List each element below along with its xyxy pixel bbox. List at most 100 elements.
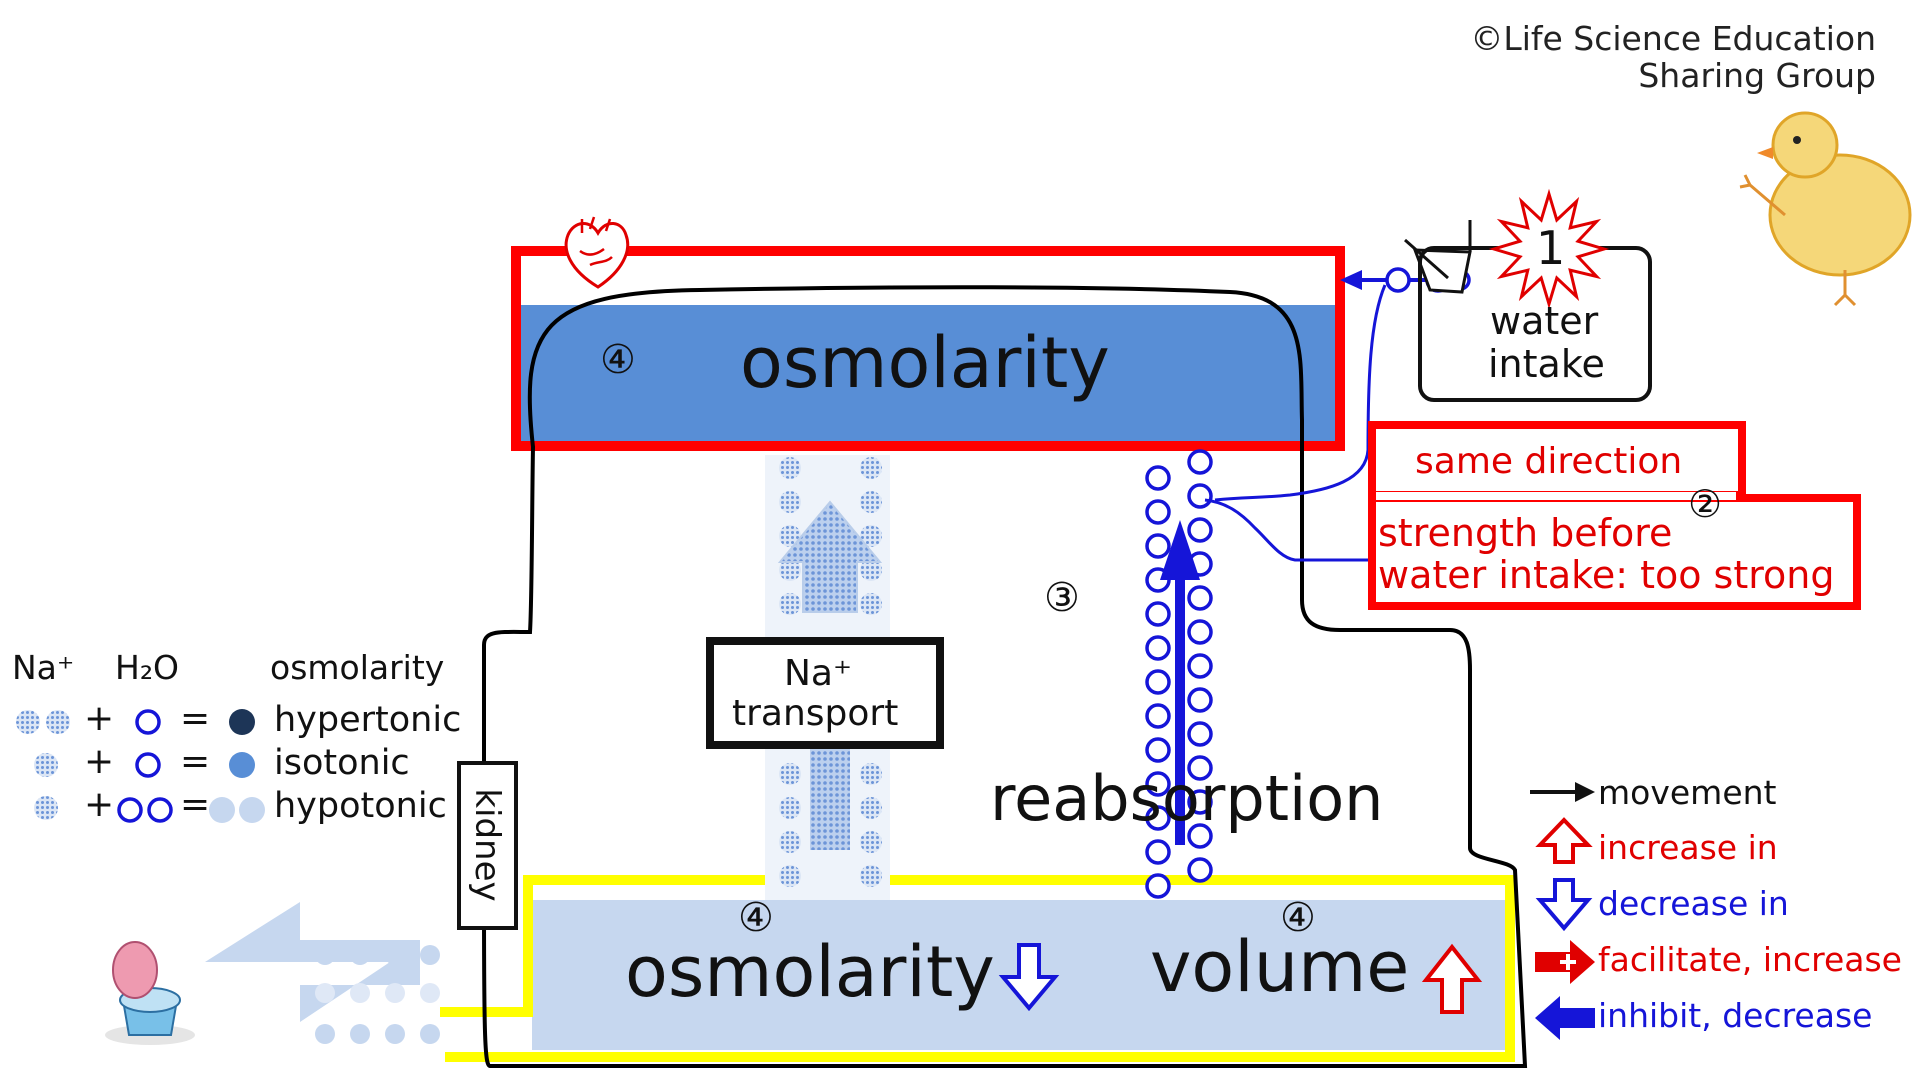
na-particle xyxy=(860,593,882,615)
water-particle xyxy=(385,1024,405,1044)
chick-illustration xyxy=(1739,111,1912,307)
key-row-isotonic: isotonic xyxy=(274,743,410,783)
water-particle xyxy=(1187,653,1213,679)
water-particle xyxy=(1145,635,1171,661)
water-particle xyxy=(1145,703,1171,729)
key-equals-2: = xyxy=(180,741,211,782)
water-particle xyxy=(1187,449,1213,475)
water-particle xyxy=(1145,601,1171,627)
water-particle xyxy=(1187,619,1213,645)
water-particle xyxy=(315,983,335,1003)
feedback-line-upper xyxy=(1214,284,1387,502)
osmolarity-decrease-arrow xyxy=(998,943,1060,1012)
strength-box xyxy=(1368,494,1861,610)
legend-facilitate-plus xyxy=(1560,954,1576,970)
water-particle xyxy=(315,1024,335,1044)
water-particle xyxy=(385,983,405,1003)
water-particle xyxy=(1145,839,1171,865)
urine-osmolarity-step-4-marker: ④ xyxy=(738,895,774,941)
copyright-line-2: Sharing Group xyxy=(1638,56,1876,95)
key-header-na: Na⁺ xyxy=(12,648,75,687)
osmolarity-key-symbols xyxy=(16,709,265,823)
key-hypertonic-symbol xyxy=(229,709,255,735)
water-column xyxy=(1145,449,1213,899)
na-particle xyxy=(860,491,882,513)
water-particle xyxy=(1145,669,1171,695)
water-particle xyxy=(1187,585,1213,611)
na-particle xyxy=(779,763,801,785)
blood-osmolarity-label: osmolarity xyxy=(740,322,1110,404)
legend-decrease-arrow xyxy=(1535,878,1593,932)
reabsorption-label: reabsorption xyxy=(990,762,1384,835)
legend-increase-label: increase in xyxy=(1598,828,1778,867)
water-particle xyxy=(350,983,370,1003)
key-plus-3: + xyxy=(84,784,115,825)
blood-osmolarity-fill xyxy=(520,305,1335,442)
na-particle xyxy=(860,559,882,581)
na-particle xyxy=(779,525,801,547)
na-particle xyxy=(779,593,801,615)
water-particle xyxy=(1145,873,1171,899)
step-1-starburst xyxy=(1488,188,1610,310)
urine-osmolarity-label: osmolarity xyxy=(625,931,995,1013)
excretion-arrow xyxy=(205,902,440,1044)
key-hypotonic-symbol xyxy=(209,797,235,823)
water-particle xyxy=(1187,857,1213,883)
water-particle xyxy=(1187,755,1213,781)
na-transport-label-line-1: Na⁺ xyxy=(784,653,852,694)
key-row-hypertonic: hypertonic xyxy=(274,700,462,740)
key-header-h2o: H₂O xyxy=(115,648,180,687)
same-direction-label: same direction xyxy=(1415,441,1683,482)
reabsorption-arrow-head xyxy=(1160,520,1200,580)
key-na-symbol xyxy=(34,753,58,777)
legend-movement-arrow xyxy=(1530,782,1595,802)
step-2-box-separator xyxy=(1376,492,1736,500)
legend-inhibit-label: inhibit, decrease xyxy=(1598,996,1873,1035)
na-particle xyxy=(779,865,801,887)
na-particle xyxy=(860,831,882,853)
legend-inhibit-arrow xyxy=(1535,996,1595,1040)
key-h2o-symbol xyxy=(117,797,143,823)
na-particle xyxy=(860,525,882,547)
key-isotonic-symbol xyxy=(229,752,255,778)
copyright-line-1: ©Life Science Education xyxy=(1470,19,1876,58)
water-particle xyxy=(1187,789,1213,815)
toilet-icon xyxy=(105,941,195,1045)
na-particle xyxy=(779,831,801,853)
water-particle xyxy=(1187,483,1213,509)
feedback-line-lower xyxy=(1204,498,1368,562)
key-h2o-symbol xyxy=(135,752,161,778)
water-particle xyxy=(1187,823,1213,849)
na-particle xyxy=(860,763,882,785)
water-particle xyxy=(350,945,370,965)
key-plus-2: + xyxy=(84,741,115,782)
water-particle xyxy=(1145,771,1171,797)
blood-step-4-marker: ④ xyxy=(600,337,636,383)
key-equals-1: = xyxy=(180,698,211,739)
urine-compartment-frame xyxy=(440,875,1515,1062)
legend-movement-label: movement xyxy=(1598,773,1777,812)
intake-arrowhead xyxy=(1340,270,1362,290)
blood-compartment-frame xyxy=(511,246,1345,451)
na-particle xyxy=(779,797,801,819)
water-intake-label-line-2: intake xyxy=(1488,342,1605,386)
step-3-marker: ③ xyxy=(1044,575,1080,621)
water-particle xyxy=(1187,687,1213,713)
water-particle xyxy=(1145,465,1171,491)
key-plus-1: + xyxy=(84,698,115,739)
urine-volume-step-4-marker: ④ xyxy=(1280,895,1316,941)
water-particle xyxy=(1145,499,1171,525)
water-particle xyxy=(1187,721,1213,747)
na-particle xyxy=(860,457,882,479)
key-row-hypotonic: hypotonic xyxy=(274,786,447,826)
legend-facilitate-label: facilitate, increase xyxy=(1598,940,1902,979)
strength-label-line-2: water intake: too strong xyxy=(1378,553,1835,597)
legend-increase-arrow xyxy=(1535,817,1593,864)
water-particle xyxy=(1145,533,1171,559)
water-particle xyxy=(420,945,440,965)
na-movement-arrow-upper xyxy=(777,500,883,613)
heart-icon xyxy=(564,216,630,289)
na-movement-arrow-lower xyxy=(810,745,850,850)
same-direction-box xyxy=(1368,421,1746,499)
